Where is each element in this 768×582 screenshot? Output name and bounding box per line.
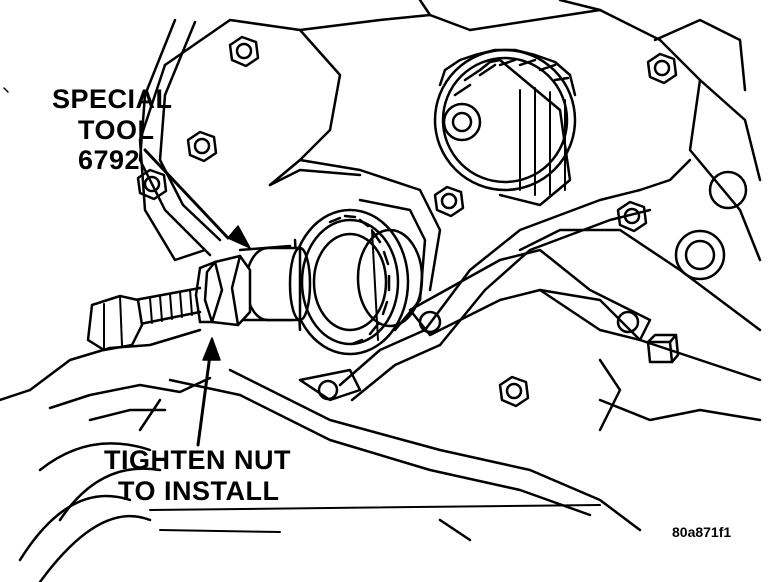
callout-special-line3: 6792: [78, 145, 141, 175]
callout-instruction-line2: TO INSTALL: [118, 476, 280, 506]
bolt-top-left-2: [186, 130, 218, 163]
right-pulleys: [653, 18, 748, 281]
bolts: [136, 35, 678, 408]
engine-block: [138, 0, 762, 542]
figure-code: 80a871f1: [672, 524, 732, 540]
callout-instruction-line1: TIGHTEN NUT: [104, 445, 291, 475]
bolt-left: [136, 168, 168, 201]
callout-special-line1: SPECIAL: [52, 84, 173, 114]
bolt-right-mid: [616, 200, 648, 233]
callout-special-line2: TOOL: [78, 115, 155, 145]
special-tool-6792: [86, 244, 312, 352]
bolt-right-top: [646, 52, 678, 85]
bolt-mid: [433, 185, 465, 218]
corner-mark: [3, 87, 9, 93]
bolt-bottom: [498, 375, 530, 408]
hand-outline: [0, 328, 212, 582]
timing-belt: [138, 18, 692, 402]
bolt-top-left-1: [228, 35, 260, 68]
crankshaft-sprocket: [290, 198, 427, 356]
belt-tensioner-bracket: [298, 248, 652, 402]
camshaft-sprocket: [433, 48, 577, 207]
leader-arrows: [143, 148, 251, 447]
